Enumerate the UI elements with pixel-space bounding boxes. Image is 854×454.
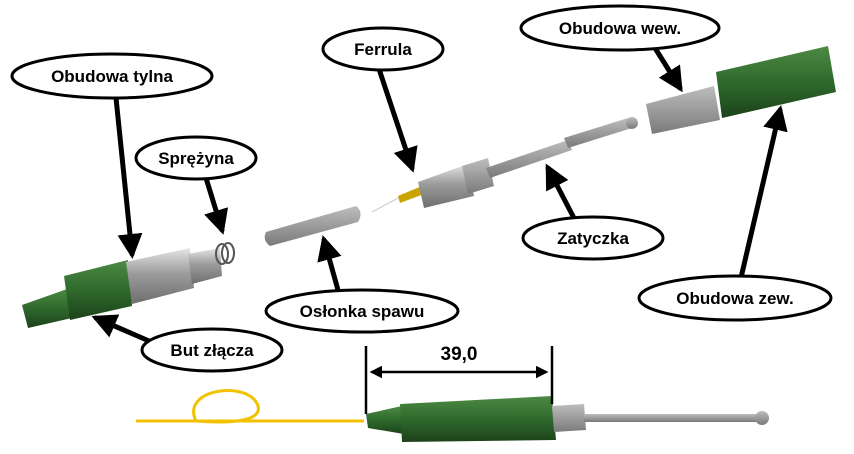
label-oslonka-spawu: Osłonka spawu	[264, 288, 460, 334]
ferrule-body	[418, 164, 474, 208]
outer-housing-shape	[716, 46, 836, 118]
svg-text:Obudowa wew.: Obudowa wew.	[559, 19, 681, 38]
label-obudowa-tylna: Obudowa tylna	[10, 52, 214, 100]
inner-housing-shape	[646, 86, 720, 134]
ferrule-flange	[462, 158, 494, 194]
back-housing-metal	[126, 248, 194, 304]
yellow-fiber-loop	[192, 389, 260, 424]
back-housing-assembly	[22, 248, 222, 328]
label-ferrula: Ferrula	[321, 26, 445, 72]
back-housing-green	[64, 260, 132, 320]
svg-text:Obudowa tylna: Obudowa tylna	[51, 67, 173, 86]
svg-text:Ferrula: Ferrula	[354, 40, 412, 59]
assembled-rod-ball	[755, 411, 769, 425]
assembled-rod	[584, 414, 760, 422]
splice-sleeve-shape	[264, 206, 361, 246]
ferrule-tip	[398, 186, 424, 203]
ferrule-assembly	[371, 117, 638, 213]
svg-text:Zatyczka: Zatyczka	[557, 229, 629, 248]
svg-text:Osłonka spawu: Osłonka spawu	[300, 302, 425, 321]
dust-cap-rod	[486, 140, 572, 178]
label-obudowa-zew: Obudowa zew.	[637, 274, 833, 322]
label-obudowa-wew: Obudowa wew.	[519, 4, 721, 52]
spring-coil	[215, 242, 235, 265]
svg-text:But złącza: But złącza	[170, 341, 254, 360]
dust-cap-ball	[626, 117, 638, 129]
assembled-connector	[136, 389, 769, 442]
assembled-boot	[366, 406, 404, 434]
dimension-marker	[364, 346, 554, 414]
assembled-housing	[400, 396, 556, 442]
dust-cap-shaft	[564, 118, 632, 148]
svg-text:Obudowa zew.: Obudowa zew.	[676, 289, 793, 308]
connector-boot-shape	[22, 288, 72, 328]
label-but-zlacza: But złącza	[140, 327, 284, 373]
dimension-value: 39,0	[441, 344, 478, 365]
back-housing-sleeve	[188, 248, 222, 284]
assembled-sleeve	[552, 404, 586, 432]
svg-text:Sprężyna: Sprężyna	[158, 149, 234, 168]
label-zatyczka: Zatyczka	[521, 215, 665, 261]
bare-fiber	[371, 195, 403, 213]
label-sprezyna: Sprężyna	[134, 135, 258, 181]
